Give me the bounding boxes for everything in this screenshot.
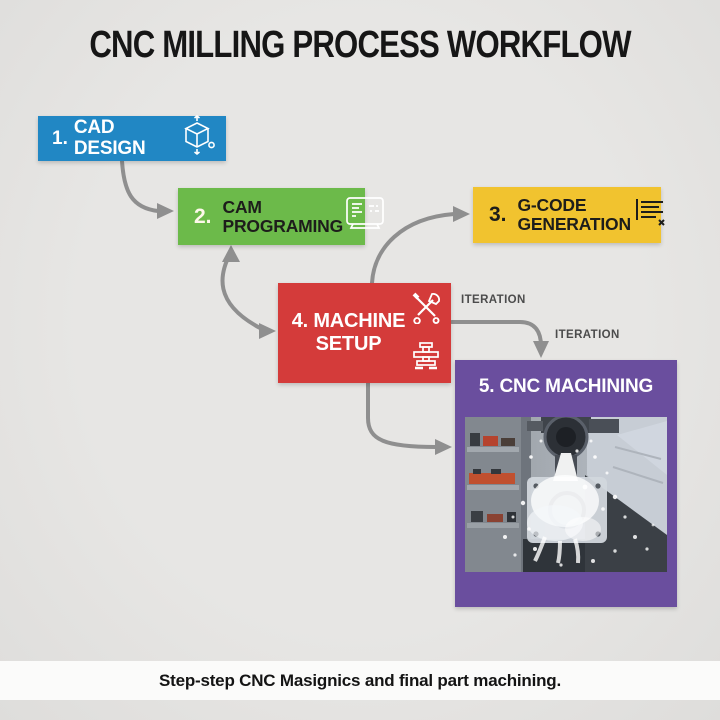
work-clamp-icon [409, 341, 443, 376]
step-label-line: MACHINE [313, 310, 406, 332]
arrow-setup-to-gcode [370, 212, 456, 285]
step-box-cam-programming: 2. CAM PROGRAMING [178, 188, 384, 245]
step-number: 2. [194, 204, 212, 228]
step-box-gcode-generation: 3. G-CODE GENERATION [473, 187, 665, 243]
step-box-machine-setup: 4. MACHINE SETUP [278, 283, 451, 383]
arrow-setup-to-machining [366, 381, 438, 449]
arrow-setup-to-machining-iteration [450, 320, 543, 348]
arrowhead [259, 323, 276, 339]
arrow-cad-to-cam [120, 159, 160, 213]
step-label-line: GENERATION [517, 214, 632, 234]
step-number: 1. [52, 127, 68, 149]
step-label-line: PROGRAMING [222, 215, 344, 236]
iteration-label-1: ITERATION [461, 294, 526, 306]
step-label: CNC MACHINING [499, 376, 654, 397]
page-title: CNC MILLING PROCESS WORKFLOW [89, 24, 631, 66]
tools-icon [409, 290, 443, 329]
step-number: 4. [291, 310, 308, 332]
step-number: 5. [478, 376, 495, 397]
arrowhead [453, 206, 470, 222]
step-number: 3. [489, 203, 507, 226]
step-box-cnc-machining: 5. CNC MACHINING [455, 360, 677, 607]
caption-band: Step-step CNC Masignics and final part m… [0, 661, 720, 700]
arrowhead [222, 245, 240, 262]
step-label: CAD DESIGN [73, 117, 146, 159]
arrowhead [533, 341, 549, 358]
step-box-cad-design: 1. CAD DESIGN [38, 114, 226, 162]
step-label-line: CAM [222, 196, 262, 217]
step-label-line: G-CODE [517, 195, 587, 216]
cam-monitor-icon [343, 195, 387, 238]
cnc-machining-photo [465, 414, 667, 572]
iteration-label-2: ITERATION [555, 329, 620, 341]
gcode-list-icon [631, 195, 669, 236]
step-label-line: SETUP [315, 333, 382, 355]
caption-text: Step-step CNC Masignics and final part m… [158, 670, 562, 690]
arrowhead [157, 203, 174, 219]
3d-cube-icon [178, 114, 216, 162]
arrow-cam-setup-loop [220, 250, 262, 330]
arrowhead [435, 439, 452, 455]
